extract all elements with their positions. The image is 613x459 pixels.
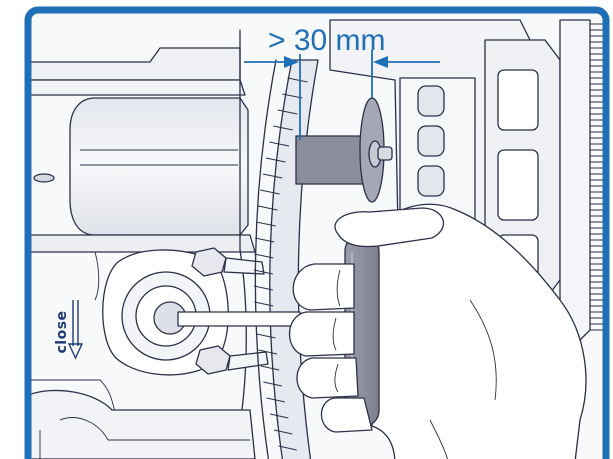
disc-tooth: [260, 189, 280, 195]
disc-tooth: [273, 125, 294, 131]
disc-tooth: [282, 93, 303, 99]
hex-key-shaft: [177, 311, 301, 327]
disc-outer-rim: [254, 59, 277, 459]
caliper-boss-highlight: [80, 149, 238, 166]
hub-window-1: [497, 69, 539, 131]
bracket-nut-bottom: [195, 345, 231, 375]
middle-finger: [292, 263, 355, 311]
disc-tooth: [265, 157, 286, 163]
little-finger: [296, 357, 359, 399]
disc-tooth: [263, 381, 282, 387]
spacer-bolt: [377, 146, 393, 161]
bolt-head-1: [417, 85, 445, 117]
disc-tooth: [278, 445, 297, 451]
disc-tooth: [260, 365, 280, 371]
disc-tooth: [266, 397, 286, 403]
index-finger: [334, 207, 444, 248]
illustration-frame: [24, 6, 610, 459]
ring-finger: [289, 311, 355, 357]
bolt-head-2: [417, 125, 445, 157]
direction-marking: close: [54, 300, 84, 360]
bracket-nut-top: [191, 247, 227, 277]
close-arrow-icon: [67, 300, 84, 360]
close-label: close: [54, 310, 70, 353]
disc-tooth: [254, 301, 274, 307]
dimension-arrowhead-left: [284, 56, 299, 68]
disc-tooth: [258, 349, 278, 355]
disc-tooth: [277, 109, 298, 115]
disc-tooth: [255, 237, 275, 243]
disc-tooth: [253, 285, 273, 291]
glove-back: [371, 203, 587, 459]
spacer-cylinder: [295, 135, 369, 185]
caliper-upper-boss: [69, 97, 249, 236]
caliper-oval-mark: [33, 173, 55, 183]
glove-fingers: [289, 207, 444, 433]
caliper-mid-band: [28, 234, 256, 253]
disc-tooth: [254, 253, 274, 259]
glove-crease: [429, 299, 497, 459]
dimension-annotation: > 30 mm: [244, 24, 440, 140]
gloved-hand: [371, 203, 587, 459]
disc-tooth: [258, 205, 278, 211]
hub-window-2: [497, 149, 539, 221]
disc-tooth: [287, 77, 308, 83]
knuckle-lines: [332, 269, 341, 393]
disc-tooth: [270, 413, 289, 419]
caliper-lower-body: [28, 389, 256, 459]
finger-tip-lower: [320, 397, 373, 433]
disc-teeth: [253, 77, 308, 451]
bolt-head-3: [417, 165, 445, 197]
dimension-arrowhead-right: [373, 56, 388, 68]
caliper-left-edge: [28, 251, 116, 413]
caliper-lower-detail: [39, 417, 250, 459]
disc-tooth: [273, 429, 293, 435]
caliper-top-ledge: [28, 79, 246, 96]
disc-tooth: [262, 173, 283, 179]
disc-tooth: [269, 141, 290, 147]
piston-assembly: [102, 247, 269, 376]
disc-tooth: [256, 221, 276, 227]
disc-tooth: [256, 333, 276, 339]
disc-tooth: [253, 269, 274, 275]
dimension-label: > 30 mm: [268, 24, 386, 57]
spacer-assembly: [295, 97, 393, 203]
